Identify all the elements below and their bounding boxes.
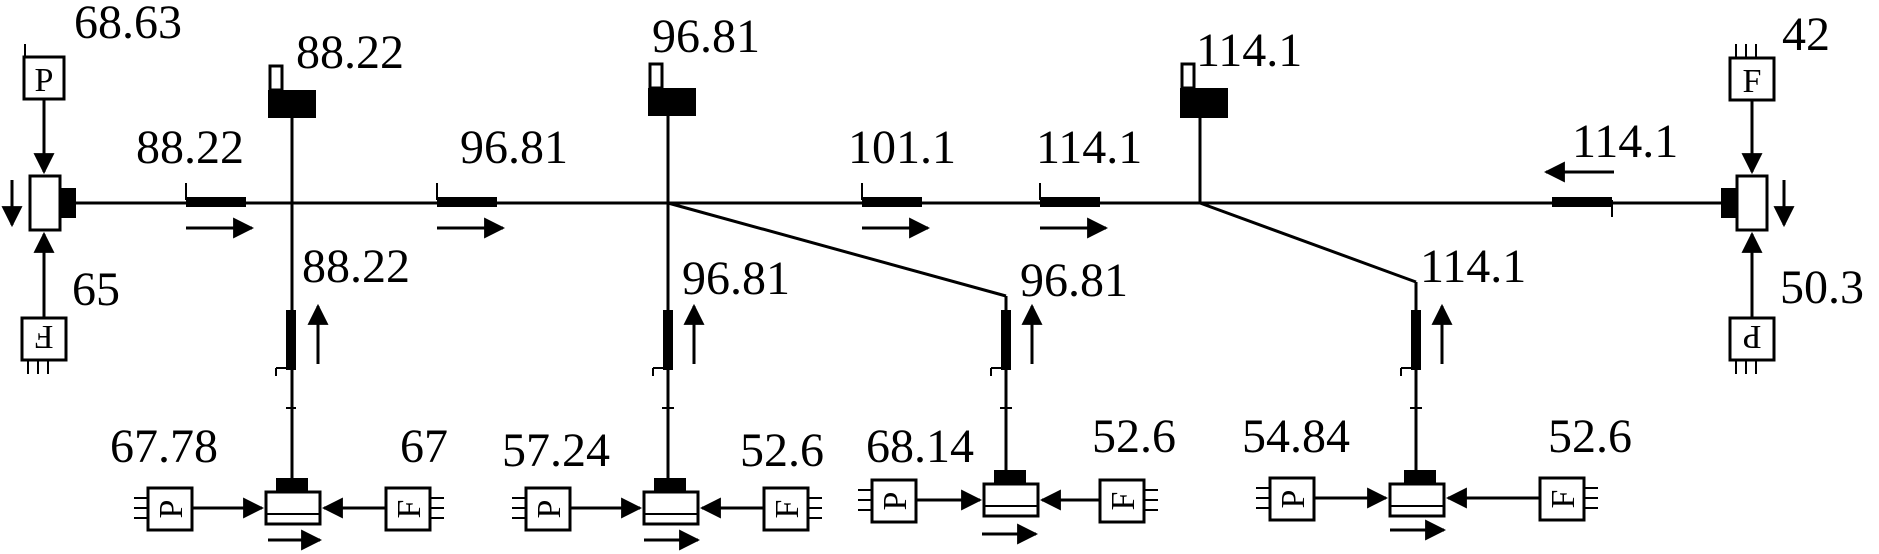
label-b1-left: 67.78 bbox=[110, 420, 218, 473]
p-letter: P bbox=[153, 500, 190, 519]
label-seg1: 88.22 bbox=[136, 121, 244, 174]
label-branch2: 96.81 bbox=[682, 252, 790, 305]
branch3-p-box: P bbox=[858, 478, 918, 524]
label-b3-left: 68.14 bbox=[866, 420, 974, 473]
label-b4-left: 54.84 bbox=[1242, 410, 1350, 463]
branch-4 bbox=[1199, 201, 1453, 541]
label-mast3: 114.1 bbox=[1196, 24, 1302, 77]
f-letter: F bbox=[769, 500, 806, 519]
label-seg5: 114.1 bbox=[1572, 115, 1678, 168]
label-branch4: 114.1 bbox=[1420, 240, 1526, 293]
right-end-node bbox=[1721, 174, 1795, 232]
f-letter: F bbox=[1743, 63, 1762, 100]
left-p-box: P bbox=[22, 44, 66, 101]
label-b1-right: 67 bbox=[400, 420, 448, 473]
mast-1 bbox=[268, 64, 316, 203]
f-letter: F bbox=[35, 318, 54, 355]
p-letter: P bbox=[877, 492, 914, 511]
p-letter: P bbox=[1275, 490, 1312, 509]
segment-marker-4 bbox=[1039, 183, 1109, 239]
left-f-box: F bbox=[20, 316, 68, 374]
label-seg3: 101.1 bbox=[848, 121, 956, 174]
branch4-p-box: P bbox=[1256, 476, 1316, 522]
segment-marker-1 bbox=[185, 183, 255, 239]
segment-marker-5 bbox=[1543, 161, 1614, 217]
segment-marker-3 bbox=[861, 183, 931, 239]
mast-2 bbox=[648, 62, 696, 203]
f-letter: F bbox=[1105, 492, 1142, 511]
label-right-top: 42 bbox=[1782, 8, 1830, 61]
branch-2 bbox=[642, 203, 705, 551]
label-left-bottom: 65 bbox=[72, 263, 120, 316]
branch1-p-box: P bbox=[134, 486, 194, 532]
label-b3-right: 52.6 bbox=[1092, 410, 1176, 463]
label-branch1: 88.22 bbox=[302, 240, 410, 293]
label-mast2: 96.81 bbox=[652, 10, 760, 63]
label-b4-right: 52.6 bbox=[1548, 410, 1632, 463]
branch-1 bbox=[264, 203, 329, 551]
p-letter: P bbox=[35, 62, 54, 99]
label-seg2: 96.81 bbox=[460, 121, 568, 174]
right-f-box: F bbox=[1728, 44, 1776, 102]
branch3-f-box: F bbox=[1098, 478, 1158, 524]
label-b2-left: 57.24 bbox=[502, 424, 610, 477]
branch-3 bbox=[667, 201, 1043, 545]
p-letter: P bbox=[531, 500, 568, 519]
branch1-f-box: F bbox=[384, 486, 444, 532]
left-end-node bbox=[1, 174, 76, 232]
branch2-f-box: F bbox=[762, 486, 822, 532]
f-letter: F bbox=[1545, 490, 1582, 509]
label-right-bottom: 50.3 bbox=[1780, 261, 1864, 314]
label-seg4: 114.1 bbox=[1036, 121, 1142, 174]
right-p-box: P bbox=[1728, 316, 1776, 374]
label-left-top: 68.63 bbox=[74, 0, 182, 49]
label-mast1: 88.22 bbox=[296, 26, 404, 79]
branch4-f-box: F bbox=[1538, 476, 1598, 522]
label-branch3: 96.81 bbox=[1020, 254, 1128, 307]
segment-marker-2 bbox=[436, 183, 506, 239]
branch2-p-box: P bbox=[512, 486, 572, 532]
mast-3 bbox=[1180, 62, 1228, 203]
label-b2-right: 52.6 bbox=[740, 424, 824, 477]
p-letter: P bbox=[1743, 318, 1762, 355]
f-letter: F bbox=[391, 500, 428, 519]
